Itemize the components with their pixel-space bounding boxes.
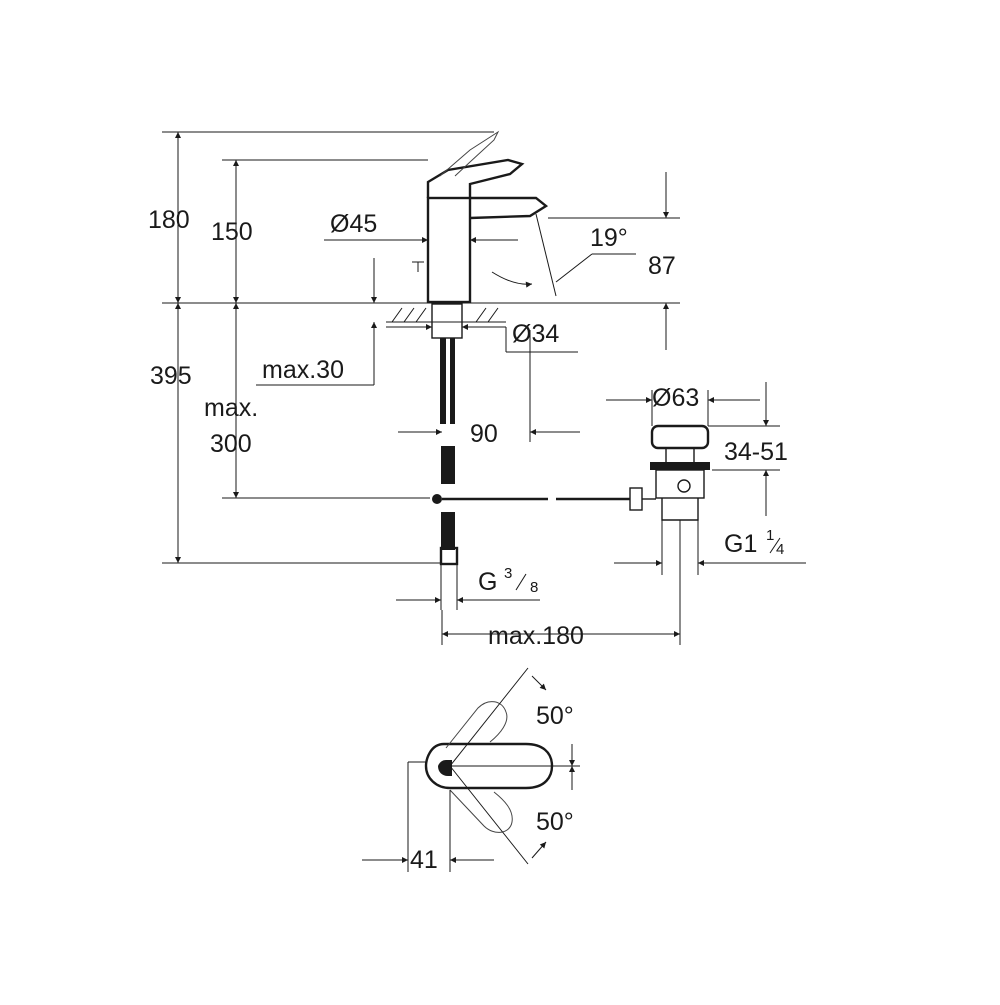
label-angle-19: 19° — [590, 224, 628, 252]
label-thread-g1-1-4: G1 1 4 — [724, 527, 784, 558]
label-max: max. — [204, 394, 258, 422]
svg-text:G1: G1 — [724, 530, 757, 558]
label-width-41: 41 — [410, 846, 438, 874]
faucet-spout — [469, 196, 549, 220]
label-max-30: max.30 — [262, 356, 344, 384]
countertop — [162, 302, 680, 323]
lever-top — [424, 742, 554, 790]
svg-text:G: G — [478, 568, 497, 596]
faucet-lever — [426, 158, 525, 198]
dimension-lines — [162, 131, 806, 645]
lever-ghost-lower — [449, 789, 513, 833]
label-height-150: 150 — [211, 218, 253, 246]
faucet-body — [426, 196, 472, 304]
label-max-180: max.180 — [488, 622, 584, 650]
label-height-300: 300 — [210, 430, 252, 458]
faucet-top-view — [362, 667, 580, 872]
svg-text:4: 4 — [776, 541, 784, 558]
pull-rod — [442, 487, 643, 511]
faucet-side-view — [412, 130, 557, 304]
label-angle-50-upper: 50° — [536, 702, 574, 730]
label-width-90: 90 — [470, 420, 498, 448]
faucet-lever-ghost — [439, 130, 500, 177]
lever-ghost-upper — [445, 701, 508, 749]
supply-hoses — [431, 303, 463, 566]
label-height-87: 87 — [648, 252, 676, 280]
label-angle-50-lower: 50° — [536, 808, 574, 836]
label-diameter-45: Ø45 — [330, 210, 377, 238]
label-thread-g-3-8: G 3 8 — [478, 565, 538, 596]
waste-drain — [642, 424, 710, 521]
label-diameter-34: Ø34 — [512, 320, 559, 348]
svg-text:1: 1 — [766, 527, 774, 544]
label-height-180: 180 — [148, 206, 190, 234]
svg-text:8: 8 — [530, 579, 538, 596]
label-height-395: 395 — [150, 362, 192, 390]
flow-line — [535, 213, 557, 297]
svg-text:3: 3 — [504, 565, 512, 582]
popup-rod — [412, 261, 424, 272]
label-range-34-51: 34-51 — [724, 438, 788, 466]
label-diameter-63: Ø63 — [652, 384, 699, 412]
